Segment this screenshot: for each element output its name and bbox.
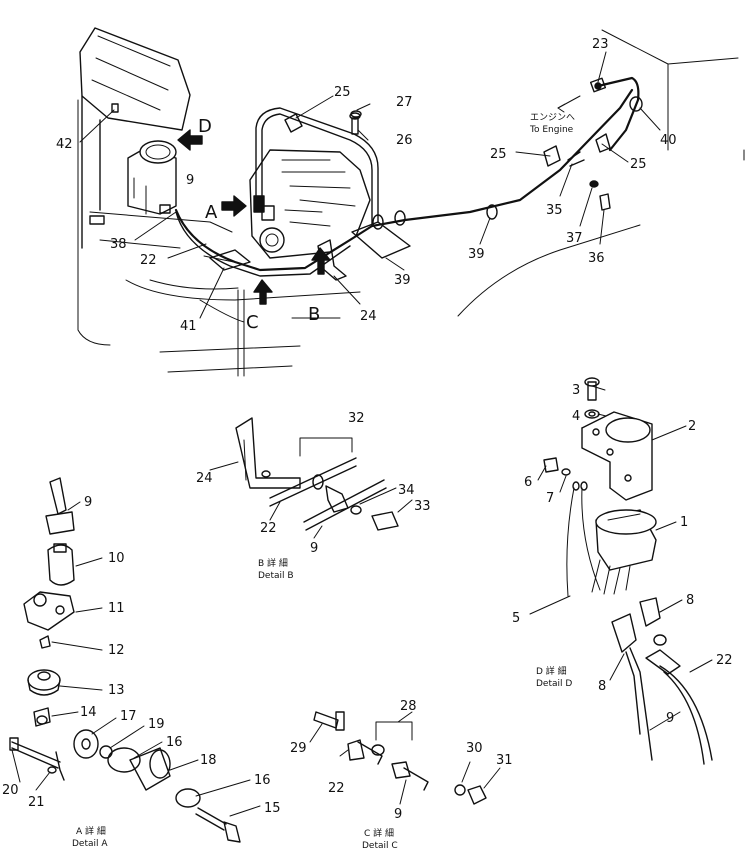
detail-c-en: Detail C: [362, 841, 398, 851]
detail-b-en: Detail B: [258, 571, 294, 581]
service-meter-main: [127, 140, 177, 215]
part-number: 11: [108, 601, 125, 616]
part-number: 42: [56, 137, 73, 152]
detail-c-view: [309, 711, 501, 805]
part-number: 25: [630, 157, 647, 172]
part-number: 24: [360, 309, 377, 324]
part-number: 9: [666, 711, 674, 726]
part-number: 25: [334, 85, 351, 100]
part-number: 34: [398, 483, 415, 498]
part-number: 7: [546, 491, 554, 506]
part-number: 29: [290, 741, 307, 756]
part-number: 22: [716, 653, 733, 668]
part-number: 15: [264, 801, 281, 816]
part-number: 9: [84, 495, 92, 510]
part-number: 14: [80, 705, 97, 720]
detail-b-view: [209, 417, 413, 539]
part-number: 9: [394, 807, 402, 822]
part-number: 37: [566, 231, 583, 246]
part-number: 25: [490, 147, 507, 162]
part-number: 24: [196, 471, 213, 486]
part-number: 1: [680, 515, 688, 530]
callout-a: A: [205, 202, 218, 223]
detail-a-jp: A 詳 細: [76, 825, 106, 837]
part-number: 30: [466, 741, 483, 756]
engine-block: [249, 149, 371, 259]
detail-b-jp: B 詳 細: [258, 557, 288, 569]
callout-d: D: [198, 116, 212, 137]
part-number: 22: [140, 253, 157, 268]
part-number: 10: [108, 551, 125, 566]
part-number: 4: [572, 409, 580, 424]
engine-note-en: To Engine: [529, 125, 574, 135]
labels: D A C B エンジンへ To Engine B 詳 細 Detail B D…: [2, 37, 733, 851]
part-number: 27: [396, 95, 413, 110]
part-number: 36: [588, 251, 605, 266]
part-number: 6: [524, 475, 532, 490]
part-number: 9: [186, 173, 194, 188]
part-number: 5: [512, 611, 520, 626]
part-number: 20: [2, 783, 19, 798]
detail-d-jp: D 詳 細: [536, 665, 567, 677]
detail-a-en: Detail A: [72, 839, 108, 849]
detail-c-jp: C 詳 細: [364, 827, 394, 839]
detail-d-view: [529, 377, 713, 765]
view-arrows: [177, 95, 581, 305]
part-number: 39: [468, 247, 485, 262]
part-number: 8: [598, 679, 606, 694]
part-number: 26: [396, 133, 413, 148]
part-number: 41: [180, 319, 197, 334]
part-number: 39: [394, 273, 411, 288]
part-number: 19: [148, 717, 165, 732]
part-number: 31: [496, 753, 513, 768]
part-number: 35: [546, 203, 563, 218]
part-number: 21: [28, 795, 45, 810]
engine-note-jp: エンジンへ: [530, 113, 575, 123]
part-number: 13: [108, 683, 125, 698]
part-number: 40: [660, 133, 677, 148]
part-number: 8: [686, 593, 694, 608]
part-number: 17: [120, 709, 137, 724]
detail-a-view: [9, 477, 261, 843]
part-number: 12: [108, 643, 125, 658]
part-number: 2: [688, 419, 696, 434]
part-number: 28: [400, 699, 417, 714]
callout-c: C: [246, 312, 259, 333]
main-assembly-view: [77, 27, 745, 377]
part-number: 9: [310, 541, 318, 556]
callout-b: B: [308, 304, 320, 325]
part-number: 33: [414, 499, 431, 514]
part-number: 16: [254, 773, 271, 788]
part-number: 22: [260, 521, 277, 536]
part-number: 22: [328, 781, 345, 796]
part-number: 38: [110, 237, 127, 252]
detail-d-en: Detail D: [536, 679, 572, 689]
part-number: 23: [592, 37, 609, 52]
part-number: 32: [348, 411, 365, 426]
tachometer-cable-main: [174, 76, 643, 277]
part-number: 16: [166, 735, 183, 750]
part-number: 3: [572, 383, 580, 398]
frame-lines: [89, 29, 745, 377]
clamps: [89, 103, 611, 281]
seat-block: [77, 27, 191, 346]
part-number: 18: [200, 753, 217, 768]
leader-lines-main: [79, 51, 661, 319]
